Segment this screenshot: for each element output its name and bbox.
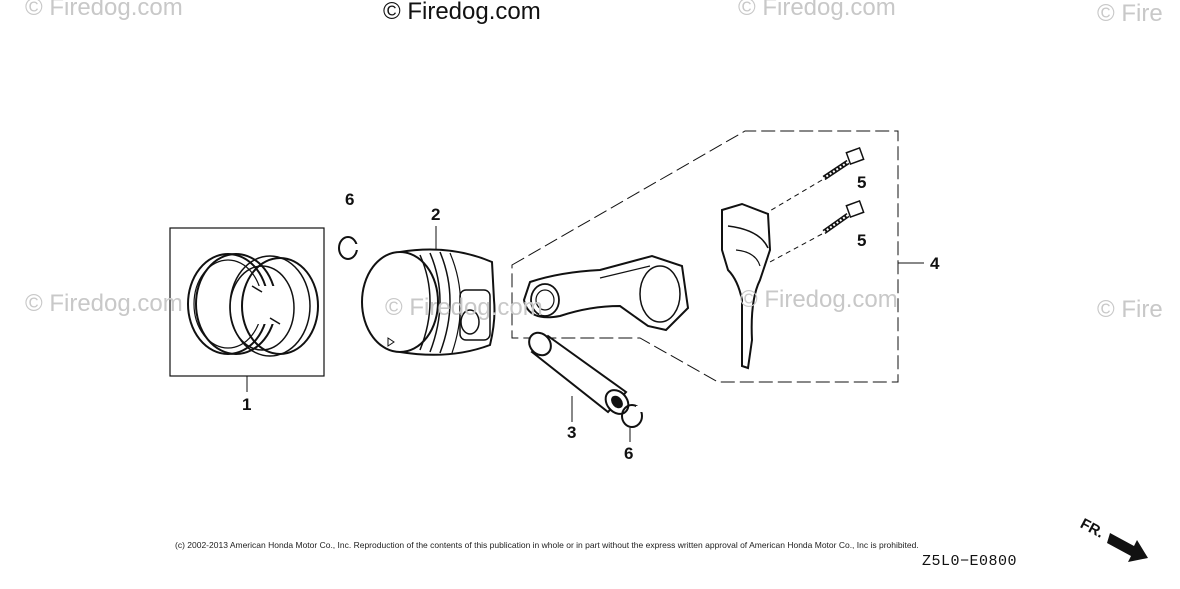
watermark-main: © Firedog.com [383,0,541,25]
callout-piston-pin: 3 [567,423,577,442]
pin-clip-left[interactable] [338,236,361,260]
copyright-notice: (c) 2002-2013 American Honda Motor Co., … [175,540,919,550]
watermark: © Firedog.com [738,0,896,21]
piston-pin[interactable] [525,328,633,422]
callout-piston-ring-set: 1 [242,395,252,414]
watermark: © Firedog.com [25,290,183,317]
watermark: © Firedog.com [385,294,543,321]
watermark: © Fire [1097,0,1163,27]
rod-bolt-upper[interactable] [767,147,865,213]
diagram-code: Z5L0−E0800 [922,553,1018,570]
pin-clip-right[interactable] [621,404,644,442]
watermark: © Fire [1097,296,1163,323]
front-direction-arrow-icon [1107,533,1148,562]
rod-bolt-lower[interactable] [769,200,865,263]
callout-rod-bolt-upper: 5 [857,173,867,192]
watermark: © Firedog.com [740,286,898,313]
callout-pin-clip-right: 6 [624,444,634,463]
callout-pin-clip-left: 6 [345,190,355,209]
watermark: © Firedog.com [25,0,183,21]
piston-ring-set[interactable] [169,227,325,392]
connecting-rod-set[interactable] [511,130,924,383]
callout-piston: 2 [431,205,441,224]
piston[interactable] [361,226,496,356]
callout-connecting-rod-set: 4 [930,254,940,273]
callout-rod-bolt-lower: 5 [857,231,867,250]
